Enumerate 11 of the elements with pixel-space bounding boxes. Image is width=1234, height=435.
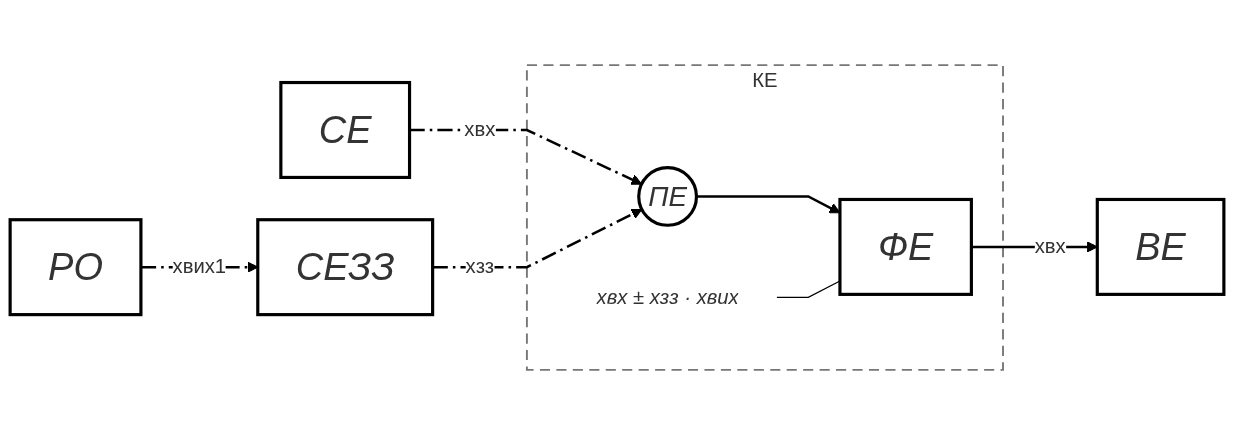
node-circle: ПЕ bbox=[637, 165, 699, 227]
node-box: СЕ bbox=[279, 80, 412, 179]
node-box: СЕЗЗ bbox=[256, 218, 435, 317]
edge-label: xвх bbox=[464, 118, 496, 141]
edge-label: xвх bbox=[1034, 235, 1066, 258]
node-text: xвх ± xзз · xвих bbox=[596, 286, 739, 308]
node-box: ВЕ bbox=[1095, 197, 1226, 296]
edge-label: xвих1 bbox=[172, 255, 227, 278]
edge-label: xзз bbox=[465, 255, 494, 278]
node-box: РО bbox=[8, 218, 143, 317]
node-box: ФЕ bbox=[838, 197, 973, 296]
